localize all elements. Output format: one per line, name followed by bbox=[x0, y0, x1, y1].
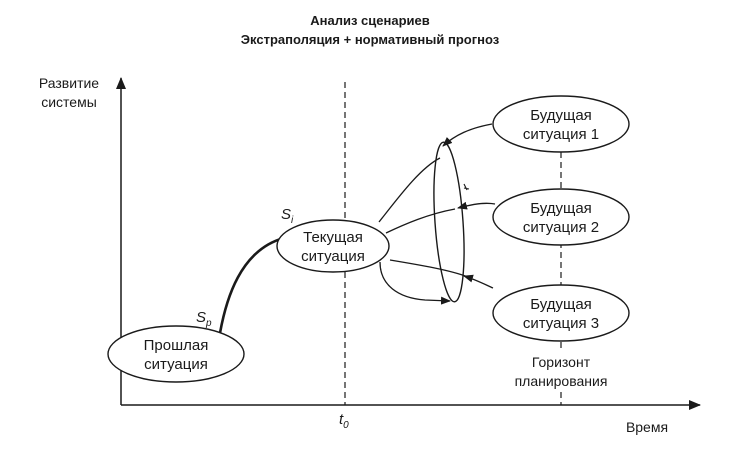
funnel-inner-mark bbox=[463, 183, 470, 191]
y-axis-label-line-1: Развитие bbox=[39, 75, 99, 91]
t0-main: t bbox=[339, 411, 344, 428]
node-future-1-ellipse bbox=[492, 95, 630, 153]
node-past-line-1: Прошлая bbox=[144, 337, 209, 354]
node-past-situation: Прошлая ситуация bbox=[107, 325, 245, 383]
node-future-situation-2: Будущая ситуация 2 bbox=[492, 188, 630, 246]
point-sp-label: Sp bbox=[196, 309, 212, 329]
point-si-sub: i bbox=[291, 215, 294, 226]
past-to-current-trajectory bbox=[218, 236, 285, 334]
node-current-ellipse bbox=[276, 219, 390, 273]
y-axis-label-line-2: системы bbox=[41, 94, 97, 110]
node-past-line-2: ситуация bbox=[144, 356, 208, 373]
horizon-label-line-2: планирования bbox=[515, 373, 608, 389]
horizon-label-backdrop bbox=[518, 350, 606, 390]
node-future-3-ellipse bbox=[492, 284, 630, 342]
point-sp-sub: p bbox=[205, 318, 212, 329]
node-future-3-line-2: ситуация 3 bbox=[523, 315, 599, 332]
title-line-1: Анализ сценариев bbox=[310, 13, 429, 28]
branch-lower-loop bbox=[379, 261, 451, 305]
node-future-3-line-1: Будущая bbox=[530, 296, 592, 313]
t0-label: t0 bbox=[339, 411, 349, 431]
node-current-line-1: Текущая bbox=[303, 229, 363, 246]
branch-upper bbox=[378, 157, 441, 223]
node-current-line-2: ситуация bbox=[301, 248, 365, 265]
x-axis-label: Время bbox=[626, 419, 668, 435]
arrow-from-future-1 bbox=[442, 123, 493, 147]
point-si-label: Si bbox=[281, 206, 294, 226]
title-line-2: Экстраполяция + нормативный прогноз bbox=[241, 32, 500, 47]
point-sp-main: S bbox=[196, 309, 206, 326]
node-future-2-line-2: ситуация 2 bbox=[523, 219, 599, 236]
scenario-funnel-ellipse bbox=[433, 141, 465, 303]
point-si-main: S bbox=[281, 206, 291, 223]
arrow-from-future-2 bbox=[457, 201, 496, 210]
node-future-1-line-1: Будущая bbox=[530, 107, 592, 124]
branch-lower-right bbox=[389, 259, 469, 278]
node-future-situation-1: Будущая ситуация 1 bbox=[492, 95, 630, 153]
node-future-situation-3: Будущая ситуация 3 bbox=[492, 284, 630, 342]
arrow-from-future-3 bbox=[463, 274, 494, 289]
node-future-2-line-1: Будущая bbox=[530, 200, 592, 217]
horizon-label-line-1: Горизонт bbox=[532, 354, 591, 370]
node-future-2-ellipse bbox=[492, 188, 630, 246]
node-past-ellipse bbox=[107, 325, 245, 383]
branch-middle bbox=[385, 208, 456, 234]
t0-sub: 0 bbox=[343, 420, 349, 431]
node-future-1-line-2: ситуация 1 bbox=[523, 126, 599, 143]
node-current-situation: Текущая ситуация bbox=[276, 219, 390, 273]
